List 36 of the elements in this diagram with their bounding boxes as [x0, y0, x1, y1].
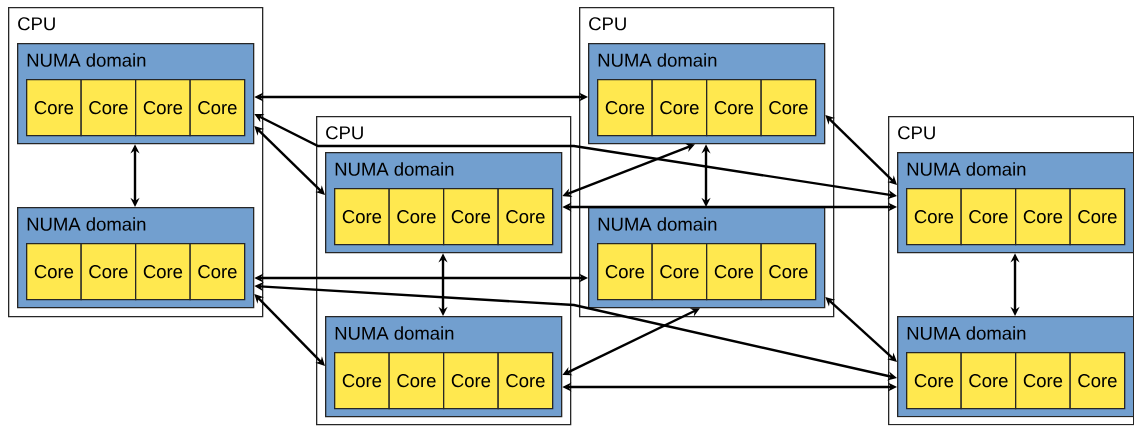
core-box: Core	[388, 188, 445, 246]
core-box: Core	[80, 243, 137, 301]
core-box: Core	[906, 352, 962, 410]
core-box: Core	[26, 79, 82, 137]
core-box: Core	[80, 79, 137, 137]
core-box: Core	[906, 188, 962, 246]
arrow	[254, 294, 325, 366]
core-box: Core	[189, 79, 246, 137]
core-box: Core	[1015, 352, 1071, 410]
core-box: Core	[1015, 188, 1071, 246]
core-box: Core	[334, 352, 390, 410]
core-box: Core	[135, 79, 191, 137]
core-box: Core	[388, 352, 445, 410]
core-box: Core	[651, 243, 708, 301]
core-box: Core	[706, 79, 762, 137]
arrow	[825, 297, 897, 362]
core-box: Core	[135, 243, 191, 301]
core-box: Core	[706, 243, 762, 301]
core-box: Core	[1069, 188, 1126, 246]
core-box: Core	[334, 188, 390, 246]
core-box: Core	[597, 243, 653, 301]
core-box: Core	[443, 352, 499, 410]
arrow	[254, 126, 325, 195]
core-box: Core	[960, 352, 1017, 410]
core-box: Core	[497, 352, 554, 410]
core-box: Core	[1069, 352, 1126, 410]
core-box: Core	[651, 79, 708, 137]
core-box: Core	[960, 188, 1017, 246]
core-box: Core	[443, 188, 499, 246]
arrow	[825, 115, 897, 185]
core-box: Core	[497, 188, 554, 246]
core-box: Core	[760, 243, 817, 301]
core-box: Core	[189, 243, 246, 301]
core-box: Core	[760, 79, 817, 137]
core-box: Core	[26, 243, 82, 301]
core-box: Core	[597, 79, 653, 137]
